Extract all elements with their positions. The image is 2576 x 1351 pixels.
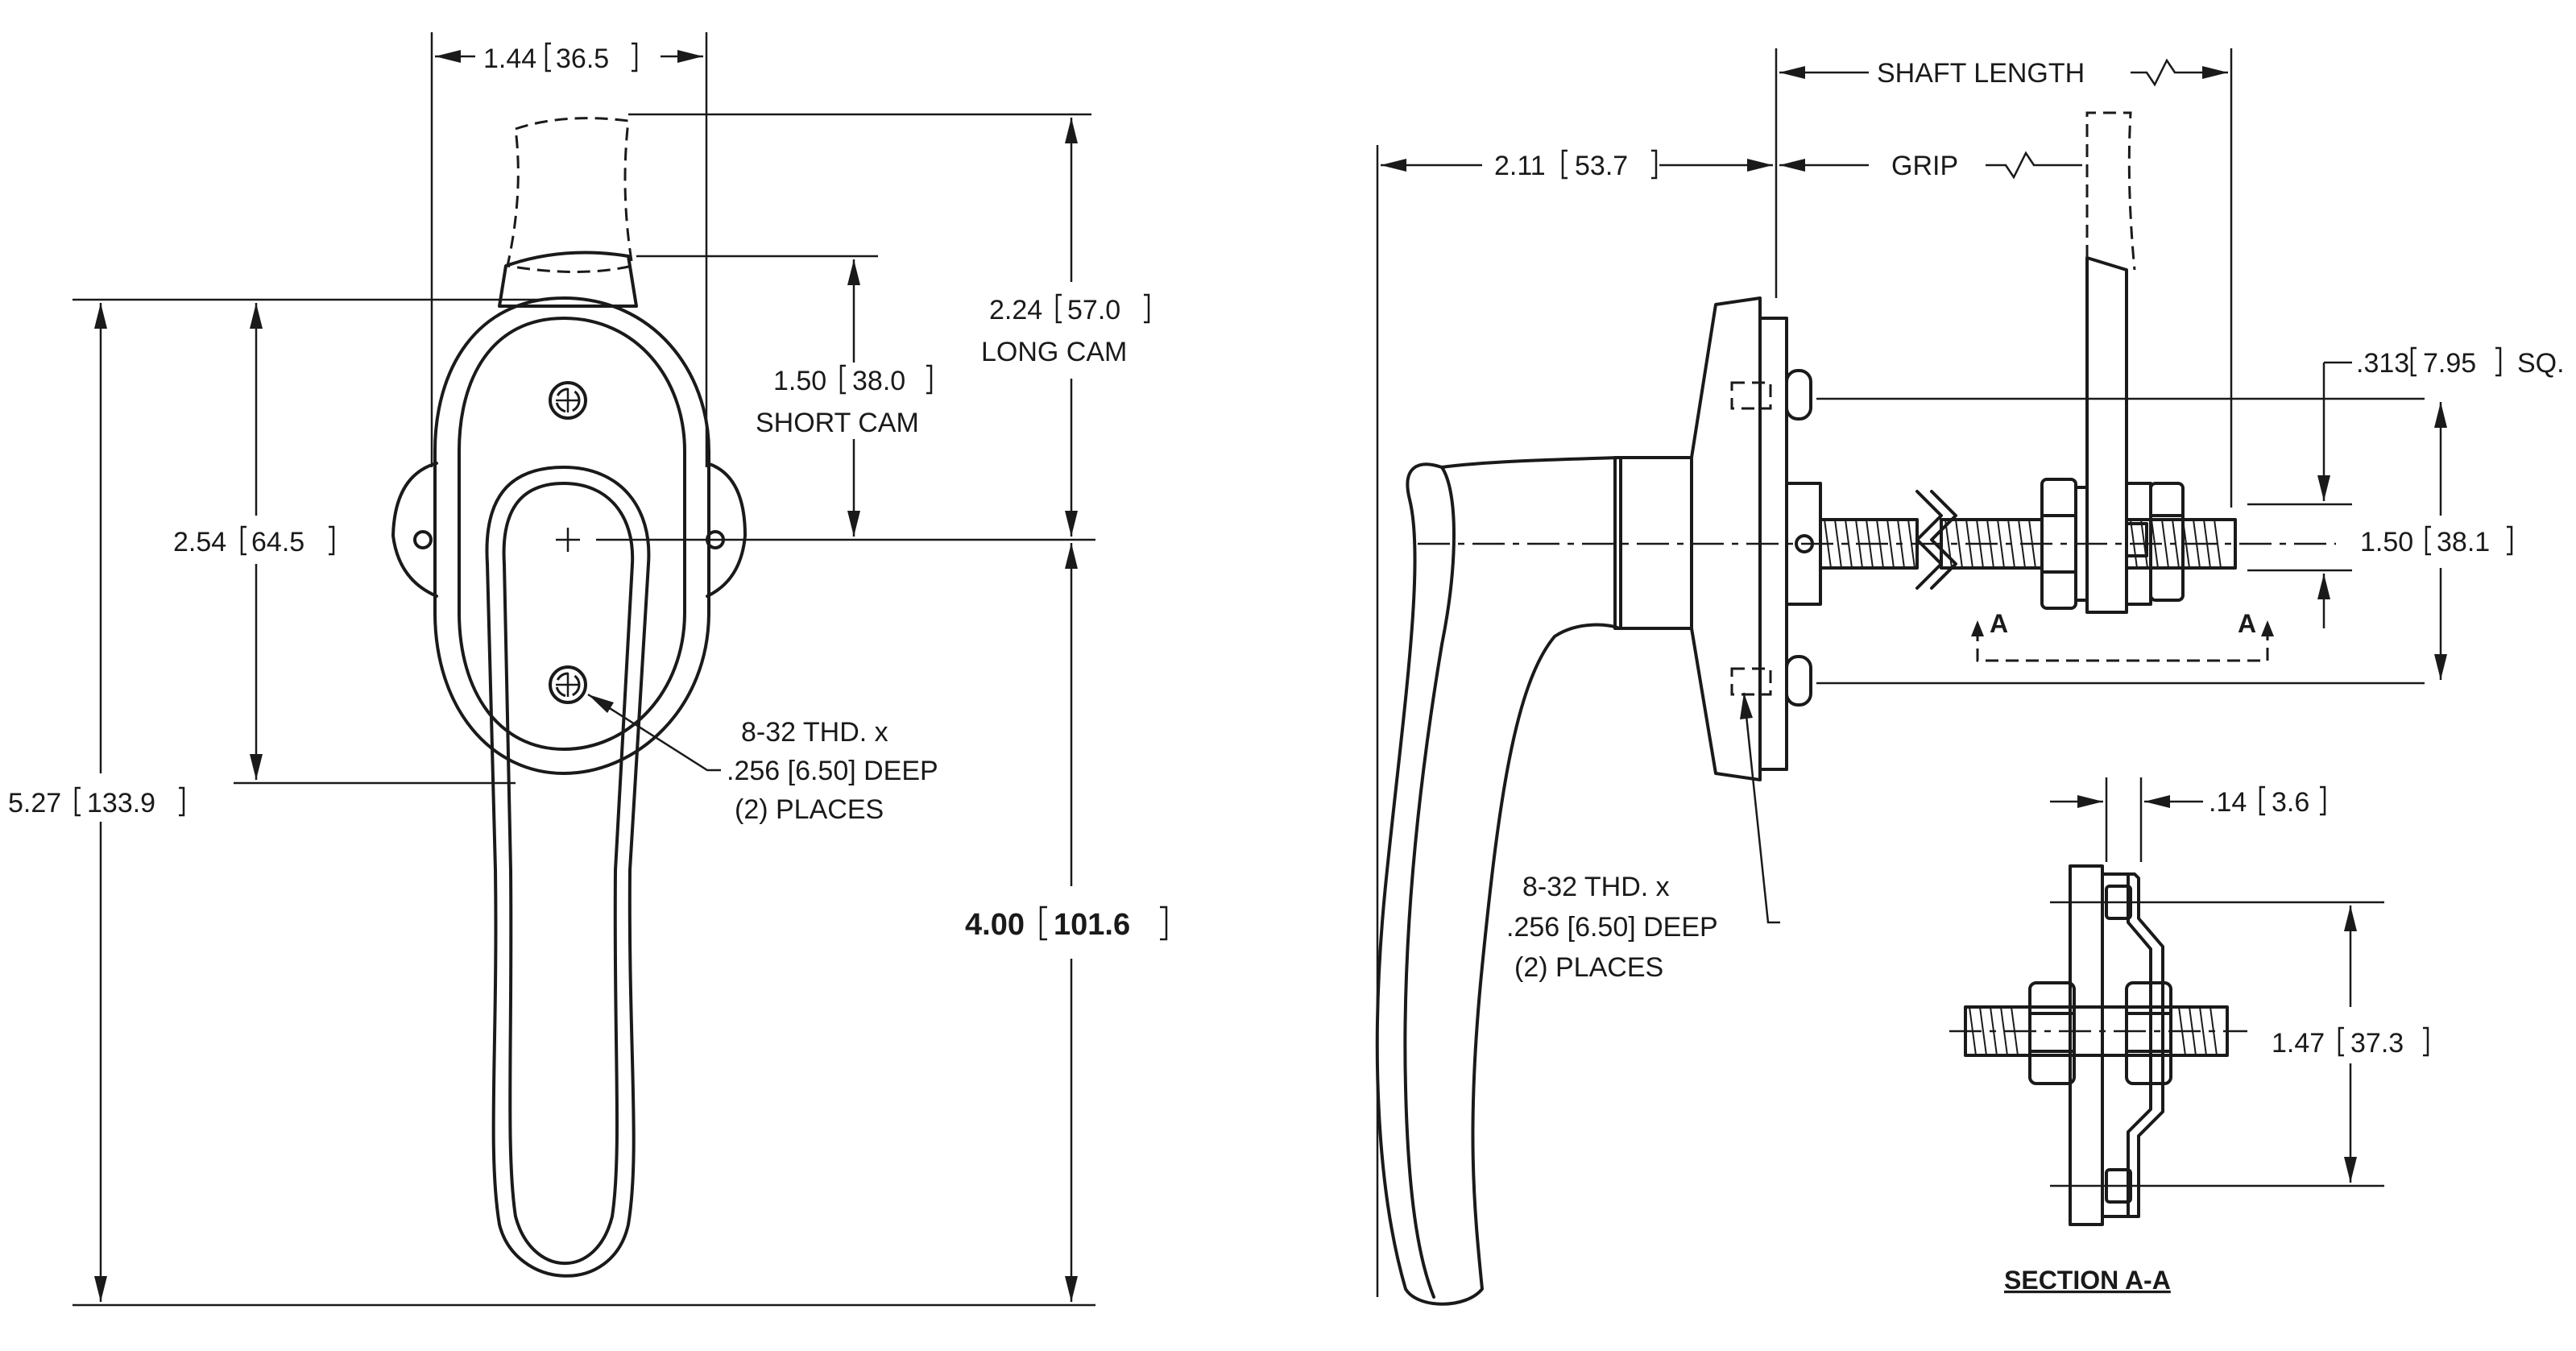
cam-square xyxy=(2125,522,2148,557)
handle-outline xyxy=(485,466,651,1278)
dim-square-value: .313 xyxy=(2356,348,2409,379)
section-marker-left: A xyxy=(1990,609,2008,638)
panel-door xyxy=(2085,256,2128,614)
lever-arm-top xyxy=(1440,456,1621,469)
dim-offset-metric: 53.7 xyxy=(1575,151,1628,181)
ear-left-hole xyxy=(413,530,433,549)
section-cam xyxy=(2101,872,2164,1218)
dim-square-metric: 7.95 xyxy=(2423,348,2476,379)
section-nut-left xyxy=(2028,981,2076,1085)
section-marker xyxy=(1971,620,2274,662)
dim-handle-metric: 101.6 xyxy=(1054,908,1130,942)
escutcheon-inner xyxy=(458,317,686,751)
section-nut-right xyxy=(2125,981,2172,1085)
dim-short-cam-metric: 38.0 xyxy=(852,366,905,396)
panel-door-hidden xyxy=(2085,111,2136,271)
nut-right xyxy=(2149,482,2185,602)
dim-mount-spacing-value: 1.50 xyxy=(2360,527,2413,557)
dim-hole-spacing-value: 2.54 xyxy=(173,527,226,557)
dim-overall-value: 5.27 xyxy=(8,788,61,818)
front-thread-note-line3: (2) PLACES xyxy=(735,794,884,825)
lever-outline xyxy=(1375,462,1621,1306)
lower-screw-head xyxy=(1785,655,1812,707)
side-thread-note-line1: 8-32 THD. x xyxy=(1522,872,1670,902)
upper-screw-head xyxy=(1785,369,1812,421)
dim-offset-value: 2.11 xyxy=(1494,151,1546,181)
long-cam-outline xyxy=(506,117,634,273)
section-marker-right: A xyxy=(2238,609,2256,638)
handle-inner-outline xyxy=(502,482,635,1266)
dim-grip: GRIP xyxy=(1891,151,1958,181)
dim-long-cam-metric: 57.0 xyxy=(1067,295,1120,325)
dim-short-cam-note: SHORT CAM xyxy=(756,408,919,438)
dim-width-metric: 36.5 xyxy=(556,44,609,74)
dim-width-value: 1.44 xyxy=(483,44,536,74)
front-thread-note-line2: .256 [6.50] DEEP xyxy=(727,756,938,786)
dim-square-note: SQ. xyxy=(2517,348,2565,379)
upper-screw-hole xyxy=(1730,381,1772,410)
dim-mount-spacing-metric: 38.1 xyxy=(2437,527,2490,557)
section-panel xyxy=(2069,864,2104,1226)
escutcheon-outer xyxy=(433,296,710,775)
side-thread-note-line2: .256 [6.50] DEEP xyxy=(1506,912,1718,943)
dim-short-cam-value: 1.50 xyxy=(773,366,826,396)
dim-long-cam-note: LONG CAM xyxy=(981,337,1127,367)
dim-long-cam-value: 2.24 xyxy=(989,295,1042,325)
section-view xyxy=(1949,777,2384,1226)
flange-side xyxy=(1690,296,1762,781)
short-cam-outline xyxy=(498,251,638,308)
dim-section-thickness-value: .14 xyxy=(2209,787,2247,818)
section-title: SECTION A-A xyxy=(2004,1266,2171,1295)
shaft-threads xyxy=(1819,490,2237,590)
dim-section-spacing-metric: 37.3 xyxy=(2350,1028,2404,1059)
dim-overall-metric: 133.9 xyxy=(87,788,155,818)
side-thread-note-line3: (2) PLACES xyxy=(1514,952,1663,983)
front-thread-note-line1: 8-32 THD. x xyxy=(741,717,888,748)
ear-left xyxy=(391,462,438,598)
lower-screw-hole xyxy=(1730,667,1772,696)
dim-shaft-length: SHAFT LENGTH xyxy=(1877,58,2085,89)
lever-inner-edge xyxy=(1403,466,1456,1299)
dim-section-thickness-metric: 3.6 xyxy=(2272,787,2309,818)
dim-handle-value: 4.00 xyxy=(965,908,1025,942)
upper-mount-hole xyxy=(549,381,587,420)
front-view xyxy=(72,32,1095,1307)
side-view xyxy=(1375,48,2447,1306)
dim-section-spacing-value: 1.47 xyxy=(2272,1028,2325,1059)
ear-right xyxy=(706,462,747,598)
dim-hole-spacing-metric: 64.5 xyxy=(251,527,304,557)
lower-mount-hole xyxy=(549,665,587,704)
